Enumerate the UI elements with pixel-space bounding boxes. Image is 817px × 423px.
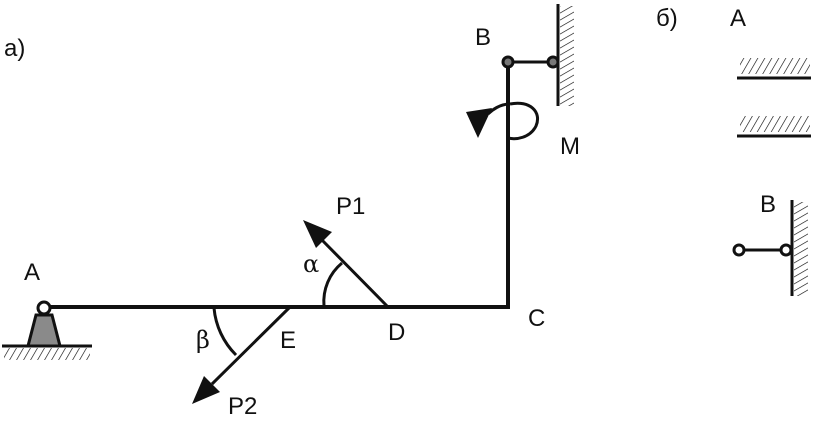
angle-beta-label: β: [196, 326, 210, 354]
beam-frame: [44, 62, 510, 309]
force-p1-label: P1: [336, 193, 365, 220]
figure-b-tag: б): [656, 5, 678, 32]
moment-m-label: M: [560, 133, 580, 160]
support-a-pin: [2, 300, 92, 360]
force-p2-label: P2: [228, 393, 257, 418]
moment-m-arrow: [466, 101, 539, 141]
support-b-link-detail: [732, 200, 808, 296]
force-p1-arrow: [303, 220, 390, 309]
support-b-link: [501, 4, 574, 106]
figure-b-support-b-label: B: [760, 191, 776, 218]
point-a-label: A: [24, 259, 40, 286]
point-d-label: D: [388, 319, 405, 346]
support-a-slider-guide: [737, 58, 811, 138]
angle-alpha-arc: [322, 261, 343, 307]
figure-a-tag: а): [4, 35, 25, 62]
point-c-label: C: [528, 305, 545, 332]
point-e-label: E: [280, 327, 296, 354]
angle-beta-arc: [212, 307, 238, 357]
figure-b-support-a-label: A: [730, 5, 746, 32]
force-p2-arrow: [192, 305, 292, 404]
angle-alpha-label: α: [303, 250, 319, 278]
point-b-label: B: [475, 24, 491, 51]
